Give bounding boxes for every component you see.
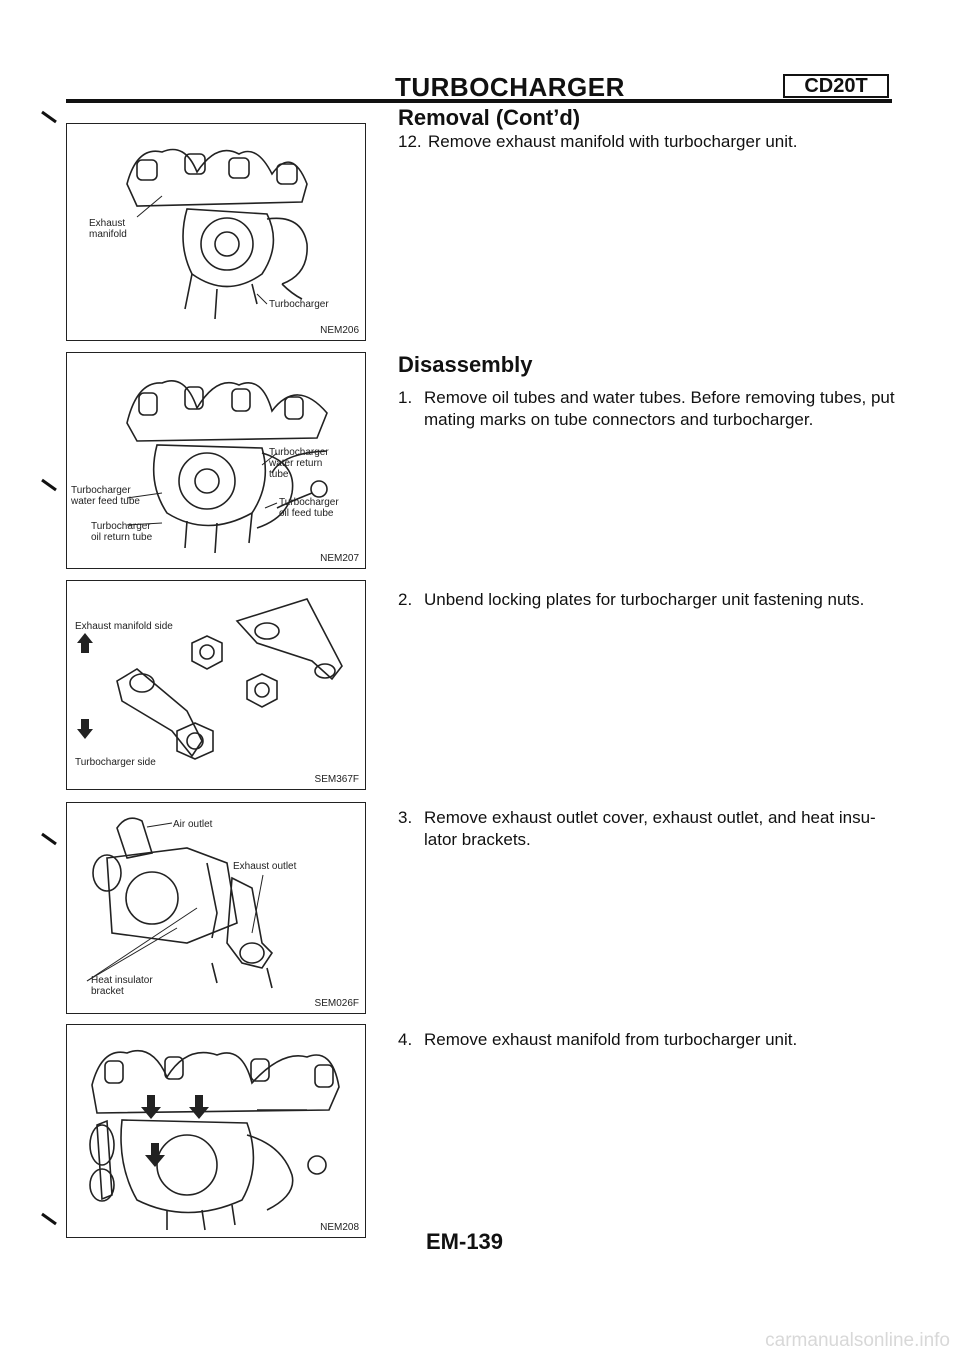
step-number: 1. [398, 388, 413, 407]
arrow-down-icon [77, 719, 93, 739]
disassembly-step-3: 3. Remove exhaust outlet cover, exhaust … [398, 807, 898, 851]
label-exhaust-manifold-side: Exhaust manifold side [75, 621, 173, 632]
step-text: Remove exhaust outlet cover, exhaust out… [424, 808, 876, 849]
figure-sem367f: Exhaust manifold side Turbocharger side … [66, 580, 366, 790]
disassembly-step-1: 1. Remove oil tubes and water tubes. Bef… [398, 387, 898, 431]
disassembly-heading: Disassembly [398, 352, 533, 377]
step-number: 12. [398, 132, 422, 151]
figure-code: NEM206 [320, 325, 359, 336]
corner-mark-icon [41, 478, 57, 492]
label-heat-insulator-bracket: Heat insulator bracket [91, 975, 153, 997]
step-number: 3. [398, 808, 413, 827]
step-number: 2. [398, 590, 413, 609]
engine-badge: CD20T [783, 74, 889, 98]
figure-sem026f: Air outlet Exhaust outlet Heat insulator… [66, 802, 366, 1014]
page-title: TURBOCHARGER [395, 72, 625, 102]
exhaust-outlet-illustration [86, 817, 274, 989]
label-turbocharger: Turbocharger [269, 299, 329, 310]
page-number: EM-139 [426, 1229, 504, 1254]
label-water-return-tube: Turbocharger water return tube [269, 447, 329, 480]
label-oil-return-tube: Turbocharger oil return tube [91, 521, 153, 543]
label-water-feed-tube: Turbocharger water feed tube [71, 485, 140, 507]
label-exhaust-outlet: Exhaust outlet [233, 861, 297, 872]
step-text: Remove oil tubes and water tubes. Before… [424, 388, 895, 429]
turbo-tubes-illustration [126, 380, 328, 554]
figure-nem206: Exhaust manifold Turbocharger NEM206 [66, 123, 366, 341]
arrow-down-icon [189, 1095, 209, 1119]
section-subtitle: Removal (Cont’d) [398, 105, 581, 130]
figure-code: NEM208 [320, 1222, 359, 1233]
arrow-down-icon [145, 1143, 165, 1167]
disassembly-step-2: 2. Unbend locking plates for turbocharge… [398, 589, 898, 611]
figure-code: SEM367F [314, 774, 359, 785]
figure-nem208: NEM208 [66, 1024, 366, 1238]
exhaust-manifold-illustration [126, 148, 308, 320]
figure-code: SEM026F [314, 998, 359, 1009]
disassembly-step-4: 4. Remove exhaust manifold from turbocha… [398, 1029, 898, 1051]
locking-plates-illustration [77, 598, 343, 760]
label-oil-feed-tube: Turbocharger oil feed tube [279, 497, 339, 519]
corner-mark-icon [41, 832, 57, 846]
arrow-up-icon [77, 633, 93, 653]
corner-mark-icon [41, 1212, 57, 1226]
corner-mark-icon [41, 110, 57, 124]
manifold-removal-illustration [89, 1049, 340, 1231]
figure-nem207: Turbocharger water return tube Turbochar… [66, 352, 366, 569]
watermark: carmanualsonline.info [765, 1330, 950, 1351]
figure-code: NEM207 [320, 553, 359, 564]
header-rule [66, 99, 892, 103]
label-turbocharger-side: Turbocharger side [75, 757, 156, 768]
step-text: Remove exhaust manifold with turbocharge… [428, 132, 798, 151]
step-text: Unbend locking plates for turbocharger u… [424, 590, 865, 609]
arrow-down-icon [141, 1095, 161, 1119]
step-text: Remove exhaust manifold from turbocharge… [424, 1030, 798, 1049]
removal-step-12: 12. Remove exhaust manifold with turboch… [398, 131, 898, 153]
label-air-outlet: Air outlet [173, 819, 213, 830]
step-number: 4. [398, 1030, 413, 1049]
label-exhaust-manifold: Exhaust manifold [89, 218, 127, 240]
